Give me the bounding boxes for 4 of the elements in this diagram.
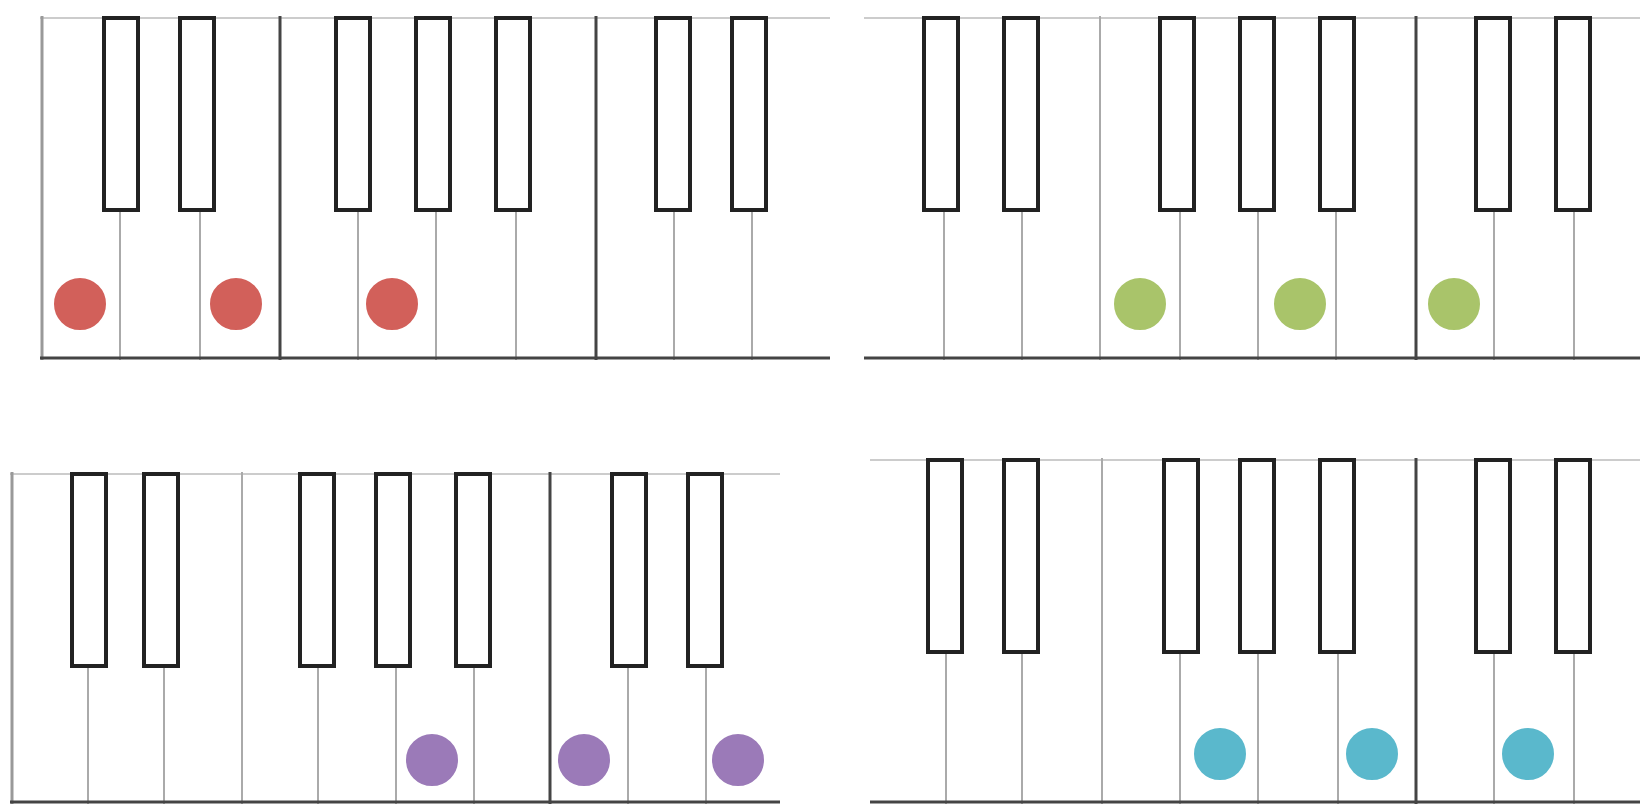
piano-keyboard-drawing [10, 472, 780, 804]
piano-keyboard-drawing [40, 16, 830, 360]
piano-keyboard-drawing [864, 16, 1640, 360]
piano-keyboard-drawing [870, 458, 1640, 804]
